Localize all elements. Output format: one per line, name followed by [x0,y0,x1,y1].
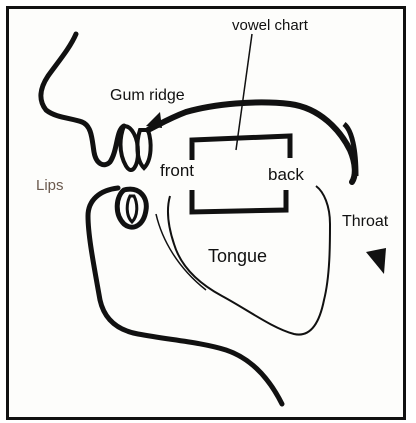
upper-incisor [137,130,150,168]
vowel-chart-leader [236,34,252,150]
vowel-chart-bottom [192,190,286,212]
throat-pointer [366,248,386,274]
gum-ridge-pointer [146,112,162,128]
lips-label: Lips [36,177,64,194]
throat-label: Throat [342,213,389,230]
chin-outline [88,188,282,404]
upper-teeth [121,126,139,170]
vowel-chart-label: vowel chart [232,17,309,34]
back-label: back [268,165,304,184]
lower-lip-inner [127,196,137,222]
floor-of-mouth [156,214,206,290]
front-label: front [160,161,194,180]
vowel-chart-top [192,136,290,160]
gum-ridge-label: Gum ridge [110,87,185,104]
tongue-label: Tongue [208,246,267,266]
